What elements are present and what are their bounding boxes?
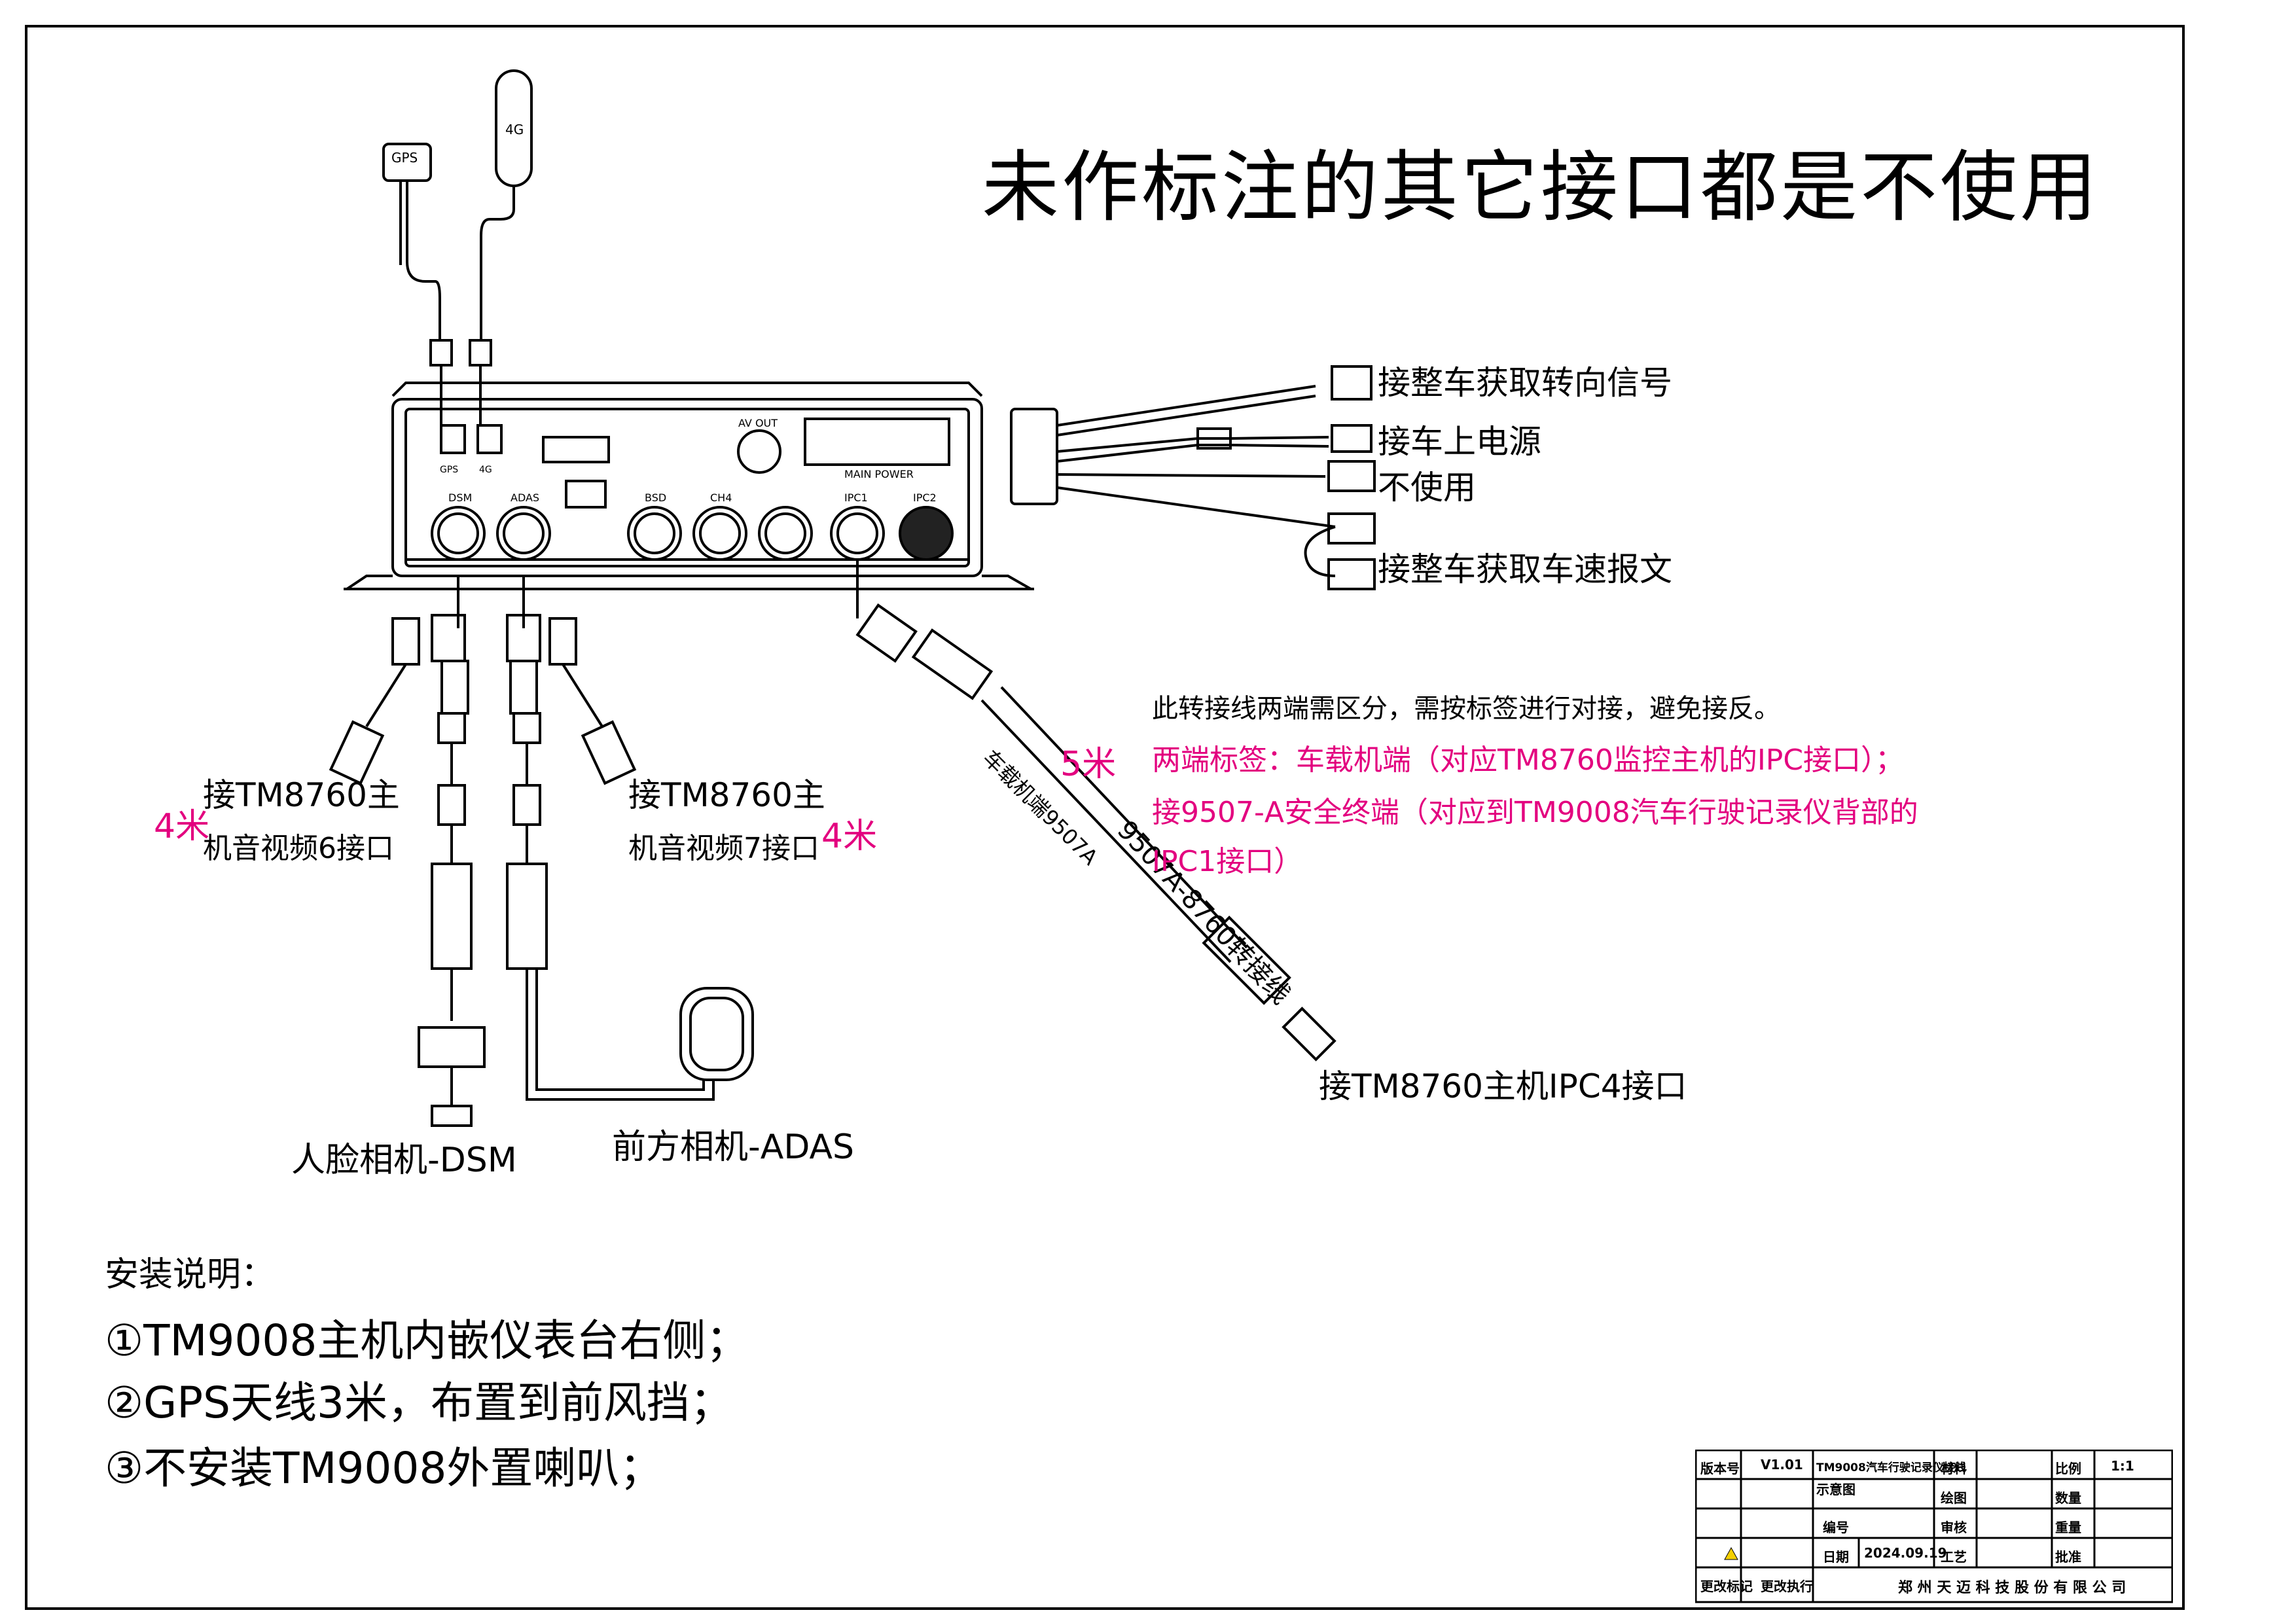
tb-scale-label: 比例 xyxy=(2055,1461,2081,1476)
drawing-frame xyxy=(25,25,2185,1610)
tb-weight-label: 重量 xyxy=(2055,1520,2081,1535)
ipc1-port-label: IPC1 xyxy=(844,491,868,504)
pink-note-2: 接9507-A安全终端（对应到TM9008汽车行驶记录仪背部的 xyxy=(1152,796,1918,829)
cable-hint: 此转接线两端需区分，需按标签进行对接，避免接反。 xyxy=(1152,694,1780,724)
lte-port-label: 4G xyxy=(479,465,492,475)
gps-port-label: GPS xyxy=(440,465,458,475)
wire-label-speed: 接整车获取车速报文 xyxy=(1378,550,1672,588)
tb-change-mark: 更改标记 xyxy=(1700,1578,1753,1594)
main-power-label: MAIN POWER xyxy=(844,468,914,480)
lte-antenna xyxy=(480,69,533,340)
dsm-branch xyxy=(329,576,486,1127)
cam4-port-label: CH4 xyxy=(710,491,732,504)
adas-port-label: ADAS xyxy=(511,491,539,504)
tb-qty-label: 数量 xyxy=(2055,1490,2081,1506)
pink-note-1: 两端标签：车载机端（对应TM8760监控主机的IPC接口）； xyxy=(1152,743,1905,777)
adas-camera-label: 前方相机-ADAS xyxy=(612,1128,855,1167)
title-block xyxy=(1695,1450,2173,1603)
cam3-port-label: BSD xyxy=(645,491,666,504)
av-out-label: AV OUT xyxy=(738,417,778,429)
tb-date-label: 日期 xyxy=(1823,1549,1849,1565)
main-device xyxy=(344,382,1034,590)
dsm-camera-label: 人脸相机-DSM xyxy=(291,1141,517,1180)
dsm-port-label: DSM xyxy=(448,491,472,504)
tb-product: TM9008汽车行驶记录仪接线 xyxy=(1816,1461,1966,1474)
tb-version: V1.01 xyxy=(1761,1457,1803,1472)
wire-label-turn-signal: 接整车获取转向信号 xyxy=(1378,364,1672,402)
tb-review-label: 审核 xyxy=(1941,1520,1967,1535)
left-branch-length: 4米 xyxy=(154,807,210,846)
left-branch-line1: 接TM8760主 xyxy=(203,776,400,814)
tb-scale: 1:1 xyxy=(2111,1458,2134,1474)
wire-label-unused: 不使用 xyxy=(1378,469,1476,507)
right-branch-length: 4米 xyxy=(821,817,878,856)
tb-material-label: 材料 xyxy=(1941,1461,1967,1476)
tb-date: 2024.09.19 xyxy=(1864,1545,1947,1561)
tb-approve-label: 批准 xyxy=(2055,1549,2081,1565)
right-harness xyxy=(1010,365,1376,590)
install-item-1: ①TM9008主机内嵌仪表台右侧； xyxy=(105,1315,749,1366)
left-branch-line2: 机音视频6接口 xyxy=(203,832,394,865)
ipc2-port-label: IPC2 xyxy=(913,491,937,504)
gps-antenna-label: GPS xyxy=(391,150,418,166)
right-branch-line2: 机音视频7接口 xyxy=(628,832,819,865)
ipc4-label: 接TM8760主机IPC4接口 xyxy=(1319,1067,1687,1105)
tb-code-label: 编号 xyxy=(1823,1520,1849,1535)
tb-change-person: 更改执行 xyxy=(1761,1578,1813,1594)
adas-branch xyxy=(506,576,754,1101)
tb-drawer-label: 绘图 xyxy=(1941,1490,1967,1506)
wire-label-power: 接车上电源 xyxy=(1378,423,1541,461)
tb-diagram: 示意图 xyxy=(1816,1482,1856,1497)
tb-process-label: 工艺 xyxy=(1941,1549,1967,1565)
ipc-adapter-cable xyxy=(855,560,1336,1061)
install-item-3: ③不安装TM9008外置喇叭； xyxy=(105,1443,663,1493)
pink-note-3: IPC1接口） xyxy=(1152,845,1303,878)
right-branch-line1: 接TM8760主 xyxy=(628,776,825,814)
tb-company: 郑 州 天 迈 科 技 股 份 有 限 公 司 xyxy=(1898,1580,2126,1596)
install-heading: 安装说明： xyxy=(105,1255,276,1294)
page-title: 未作标注的其它接口都是不使用 xyxy=(982,142,2100,232)
tb-version-label: 版本号 xyxy=(1700,1461,1740,1476)
install-item-2: ②GPS天线3米，布置到前风挡； xyxy=(105,1378,733,1428)
length-5m: 5米 xyxy=(1060,745,1117,784)
gps-antenna xyxy=(382,143,441,340)
lte-antenna-label: 4G xyxy=(505,122,524,137)
